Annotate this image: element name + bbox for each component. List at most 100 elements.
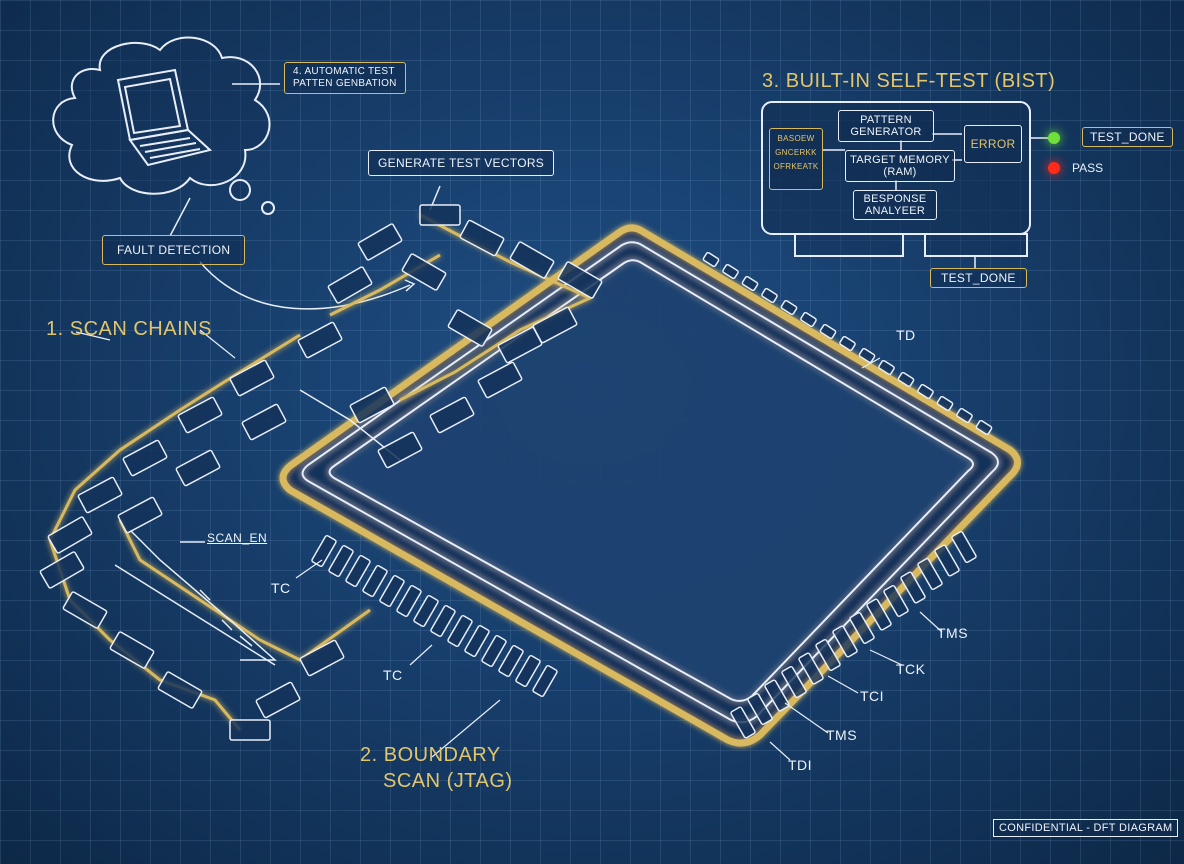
flip-flop (157, 671, 203, 709)
chip-pin (934, 544, 960, 577)
flip-flop (47, 516, 93, 554)
flip-flop (377, 431, 423, 469)
chip-pin (975, 419, 993, 436)
chip-pin (951, 530, 977, 564)
chip-pin (741, 275, 759, 292)
tc-bottom-label: TC (383, 667, 403, 683)
fault-line (169, 197, 191, 237)
chip-pin (917, 557, 943, 591)
chip-pin (379, 574, 405, 608)
flip-flop (557, 261, 603, 299)
chip-pin (481, 634, 507, 668)
flip-flop (122, 439, 168, 477)
boundary-scan-title-line2: SCAN (JTAG) (383, 770, 513, 792)
flip-flop (447, 309, 493, 347)
target-memory-box: TARGET MEMORY (RAM) (845, 150, 955, 182)
flip-flop (419, 204, 461, 226)
chip-pin (447, 614, 473, 648)
scan-chain-wires (114, 389, 401, 666)
red-led-icon (1048, 162, 1060, 174)
chip-pin (781, 665, 807, 699)
chip-pin (878, 359, 895, 376)
scan-en-label: SCAN_EN (207, 531, 268, 545)
chip-pins-bottom-left (311, 534, 558, 698)
chip-pin (900, 571, 926, 604)
test-done-status: TEST_DONE (1082, 127, 1173, 147)
tms-right-label: TMS (937, 625, 969, 641)
fault-detection-callout: FAULT DETECTION (102, 235, 246, 265)
chip-package (279, 224, 1021, 747)
chip-pin (532, 664, 558, 698)
flip-flop (229, 359, 275, 397)
chip-pins-bottom-right (730, 530, 977, 739)
thought-cloud (52, 36, 275, 215)
green-led-icon (1048, 132, 1060, 144)
flip-flop (401, 253, 447, 291)
flip-flop (477, 361, 523, 399)
flip-flop (117, 496, 163, 534)
flip-flop (255, 681, 301, 719)
chip-pin (917, 383, 934, 400)
flip-flop (357, 223, 403, 261)
flip-flop (297, 321, 343, 359)
tck-label: TCK (896, 661, 926, 677)
error-box: ERROR (964, 125, 1022, 163)
chip-pin (362, 564, 388, 598)
confidential-footer: CONFIDENTIAL - DFT DIAGRAM (993, 819, 1179, 837)
chip-pin (936, 395, 954, 412)
signal-leaders (75, 329, 943, 761)
chip-pin (413, 594, 439, 628)
scan-chains-title: 1. SCAN CHAINS (46, 318, 212, 340)
fault-arrow (199, 261, 411, 310)
flip-flop (175, 449, 221, 487)
flip-flop (177, 396, 223, 434)
chip-pin (498, 644, 524, 678)
bist-title: 3. BUILT-IN SELF-TEST (BIST) (762, 70, 1056, 92)
flip-flop (299, 639, 345, 677)
tdi-label: TDI (788, 757, 813, 773)
response-analyzer-box: BESPONSE ANALYEER (853, 190, 937, 220)
flip-flop (509, 241, 555, 279)
flip-flop (532, 306, 578, 344)
generate-vectors-callout: GENERATE TEST VECTORS (368, 150, 555, 176)
flip-flop (429, 396, 475, 434)
tms-bottom-label: TMS (826, 727, 858, 743)
pattern-generator-box: PATTERN GENERATOR (838, 110, 934, 142)
chip-pin (858, 347, 876, 364)
flip-flop (109, 631, 155, 669)
flip-flop (229, 719, 271, 741)
flip-flop (77, 476, 123, 514)
flip-flop (39, 551, 85, 589)
chip-pin (883, 584, 909, 618)
chip-pin (761, 287, 778, 304)
pass-status: PASS (1072, 161, 1104, 175)
chip-pin (849, 611, 875, 645)
laptop-icon (116, 68, 213, 167)
chip-pin (730, 706, 756, 739)
chip-pin (747, 692, 773, 726)
bist-left-block: BASOEW GNCERKK OFRKEATK (769, 128, 823, 190)
chip-pin (798, 652, 824, 685)
chip-pin (722, 263, 739, 280)
chip-pin (464, 624, 490, 658)
chip-pin (345, 554, 371, 588)
boundary-scan-title-line1: 2. BOUNDARY (360, 744, 501, 766)
chip-pin (815, 638, 841, 672)
flip-flop (62, 591, 108, 629)
flip-flop (241, 403, 287, 441)
bottom-test-done-box: TEST_DONE (930, 268, 1027, 288)
chip-pin (839, 335, 856, 352)
chip-pin (764, 679, 790, 712)
chip-pin (800, 311, 817, 328)
chip-pin (819, 323, 837, 340)
chip-pin (328, 544, 354, 578)
chip-pins-top (702, 251, 993, 436)
tc-left-label: TC (271, 580, 291, 596)
tci-label: TCI (860, 688, 885, 704)
td-top-label: TD (896, 327, 916, 343)
flip-flop (327, 266, 373, 304)
chip-pin (515, 654, 541, 688)
chip-pin (832, 625, 858, 658)
flip-flop (459, 219, 505, 257)
